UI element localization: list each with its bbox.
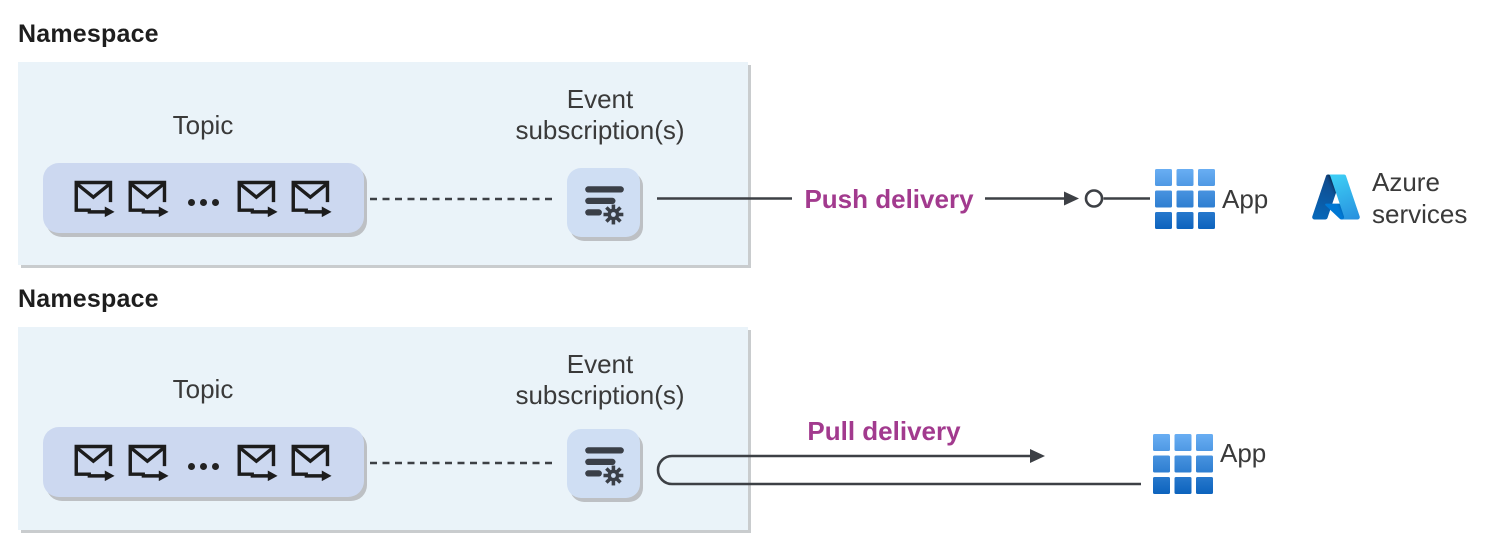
push-delivery-label: Push delivery (804, 184, 974, 214)
event-envelope-icon (236, 179, 280, 217)
event-subscription-tile-pull (567, 429, 640, 498)
event-subscription-label-push: Event subscription(s) (515, 84, 685, 145)
namespace-title-push: Namespace (18, 20, 159, 48)
namespace-title-pull: Namespace (18, 285, 159, 313)
filter-settings-icon (581, 441, 627, 487)
event-envelope-icon (290, 443, 334, 481)
app-grid-icon (1155, 169, 1215, 229)
topic-label-pull: Topic (172, 374, 234, 404)
push-arrowhead-icon (1064, 191, 1079, 206)
ellipsis-icon (188, 198, 219, 206)
webhook-endpoint-circle-icon (1084, 189, 1104, 208)
topic-pill-push (43, 163, 364, 233)
event-envelope-icon (73, 443, 117, 481)
topic-label-push: Topic (172, 110, 234, 140)
event-envelope-icon (290, 179, 334, 217)
app-label-pull: App (1220, 438, 1267, 468)
azure-services-label: Azure services (1372, 167, 1468, 229)
ellipsis-icon (188, 462, 219, 470)
filter-settings-icon (581, 180, 627, 226)
pull-arrowhead-icon (1030, 449, 1045, 463)
event-envelope-icon (236, 443, 280, 481)
event-subscription-label-pull: Event subscription(s) (515, 349, 685, 410)
event-envelope-icon (73, 179, 117, 217)
event-envelope-icon (127, 443, 171, 481)
app-grid-icon (1153, 434, 1213, 494)
event-envelope-icon (127, 179, 171, 217)
azure-logo-icon (1310, 171, 1362, 223)
pull-delivery-label: Pull delivery (807, 416, 961, 446)
topic-pill-pull (43, 427, 364, 497)
app-label-push: App (1222, 184, 1269, 214)
event-subscription-tile-push (567, 168, 640, 237)
